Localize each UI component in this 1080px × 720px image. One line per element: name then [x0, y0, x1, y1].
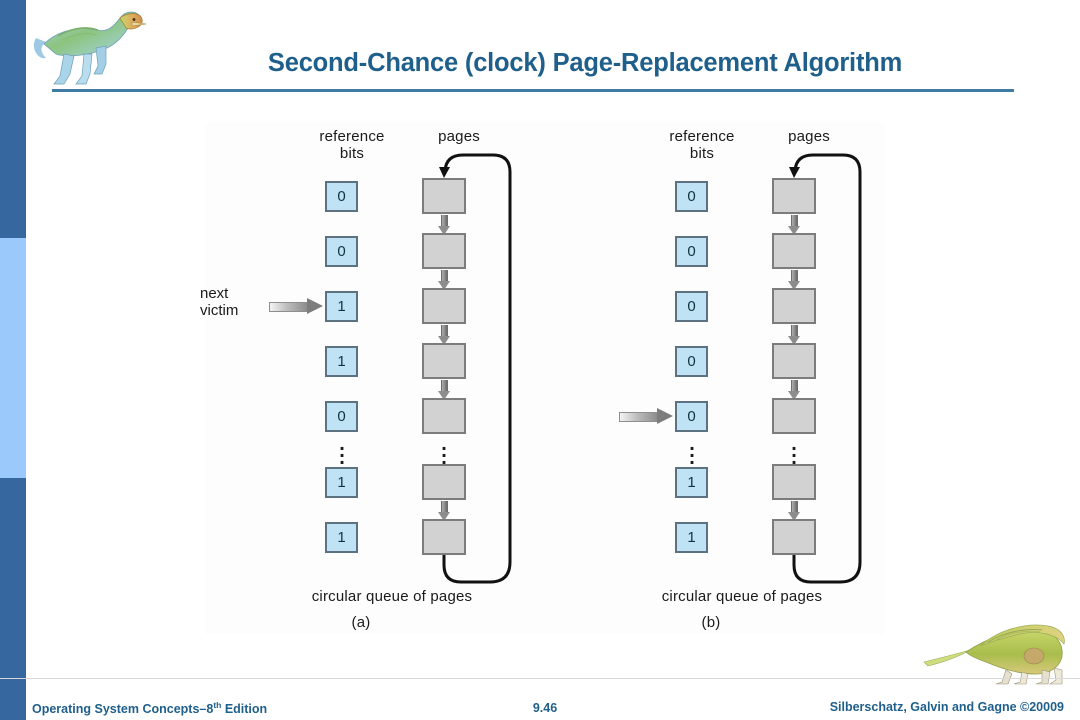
panel-a-page-arrow-2 [438, 325, 451, 345]
panel-b-reference-bit-5: 1 [675, 467, 708, 498]
panel-b-reference-bit-6: 1 [675, 522, 708, 553]
sidebar-band-bottom [0, 478, 26, 720]
panel-a-page-box-1 [422, 233, 466, 269]
panel-a-page-box-2 [422, 288, 466, 324]
panel-b-reference-bit-3: 0 [675, 346, 708, 377]
panel-b-caption: circular queue of pages [661, 588, 823, 605]
panel-a-reference-bit-0: 0 [325, 181, 358, 212]
panel-b-page-box-3 [772, 343, 816, 379]
panel-b-next-victim-arrow [619, 408, 673, 425]
panel-b-refbits-line1: reference [669, 128, 735, 145]
sidebar-band-top [0, 0, 26, 238]
sidebar-color-bands [0, 0, 26, 720]
panel-a-next-victim-arrow [269, 298, 323, 315]
panel-b-page-box-0 [772, 178, 816, 214]
panel-a-pages-header: pages [438, 128, 480, 145]
panel-b-reference-bit-2: 0 [675, 291, 708, 322]
footer-copyright: Silberschatz, Galvin and Gagne ©20009 [829, 700, 1064, 714]
panel-b-reference-bit-0: 0 [675, 181, 708, 212]
panel-b-page-arrow-3 [788, 380, 801, 400]
panel-b-page-box-4 [772, 398, 816, 434]
panel-b-page-arrow-2 [788, 325, 801, 345]
panel-a-page-box-4 [422, 398, 466, 434]
footer-edition-text: Operating System Concepts–8th Edition [32, 700, 267, 716]
panel-a-page-box-6 [422, 519, 466, 555]
panel-a-reference-bit-2: 1 [325, 291, 358, 322]
panel-b-reference-bit-1: 0 [675, 236, 708, 267]
panel-b-circular-loop [789, 153, 862, 584]
panel-a-reference-bit-5: 1 [325, 467, 358, 498]
panel-a-page-arrow-5 [438, 501, 451, 521]
panel-a-caption: circular queue of pages [311, 588, 473, 605]
figure-panel-b: reference bits pages 0 0 0 0 0 ... 1 1 .… [555, 122, 885, 634]
panel-b-reference-bits-ellipsis: ... [689, 433, 695, 469]
panel-a-pages-ellipsis: ... [441, 433, 447, 469]
panel-b-page-arrow-1 [788, 270, 801, 290]
panel-b-page-box-5 [772, 464, 816, 500]
panel-a-next-victim-label: next victim [200, 285, 274, 319]
panel-a-reference-bit-6: 1 [325, 522, 358, 553]
footer-page-number: 9.46 [532, 701, 558, 715]
panel-a-refbits-line1: reference [319, 128, 385, 145]
dinosaur-icon [28, 4, 150, 92]
dinosaur-icon [922, 612, 1072, 686]
title-underline [52, 89, 1014, 92]
figure-second-chance-diagram: reference bits pages 0 0 1 1 0 ... 1 1 n… [200, 122, 885, 634]
panel-b-page-arrow-5 [788, 501, 801, 521]
panel-a-page-box-3 [422, 343, 466, 379]
panel-a-page-arrow-1 [438, 270, 451, 290]
panel-b-reference-bits-header: reference bits [643, 128, 761, 162]
panel-a-reference-bits-header: reference bits [293, 128, 411, 162]
panel-b-page-box-1 [772, 233, 816, 269]
footer-edition-tail: Edition [221, 702, 268, 717]
panel-b-page-arrow-0 [788, 215, 801, 235]
panel-b-reference-bit-4: 0 [675, 401, 708, 432]
panel-b-page-box-6 [772, 519, 816, 555]
panel-b-refbits-line2: bits [689, 145, 715, 162]
panel-b-letter: (b) [701, 614, 721, 631]
sidebar-band-middle [0, 238, 26, 478]
panel-a-reference-bit-4: 0 [325, 401, 358, 432]
footer-divider [0, 678, 1080, 679]
panel-a-page-arrow-0 [438, 215, 451, 235]
footer-edition-main: Operating System Concepts–8 [32, 702, 214, 717]
panel-b-page-box-2 [772, 288, 816, 324]
panel-b-pages-header: pages [788, 128, 830, 145]
panel-a-refbits-line2: bits [339, 145, 365, 162]
panel-a-page-arrow-3 [438, 380, 451, 400]
panel-a-next-victim-line1: next [200, 285, 229, 302]
panel-a-page-box-0 [422, 178, 466, 214]
panel-a-reference-bits-ellipsis: ... [339, 433, 345, 469]
panel-a-reference-bit-1: 0 [325, 236, 358, 267]
footer-edition-superscript: th [213, 700, 222, 710]
panel-a-circular-loop [439, 153, 512, 584]
panel-a-letter: (a) [351, 614, 371, 631]
panel-b-pages-ellipsis: ... [791, 433, 797, 469]
figure-panel-a: reference bits pages 0 0 1 1 0 ... 1 1 n… [200, 122, 535, 634]
panel-a-next-victim-line2: victim [200, 302, 239, 319]
panel-a-reference-bit-3: 1 [325, 346, 358, 377]
panel-a-page-box-5 [422, 464, 466, 500]
page-title: Second-Chance (clock) Page-Replacement A… [267, 49, 903, 77]
